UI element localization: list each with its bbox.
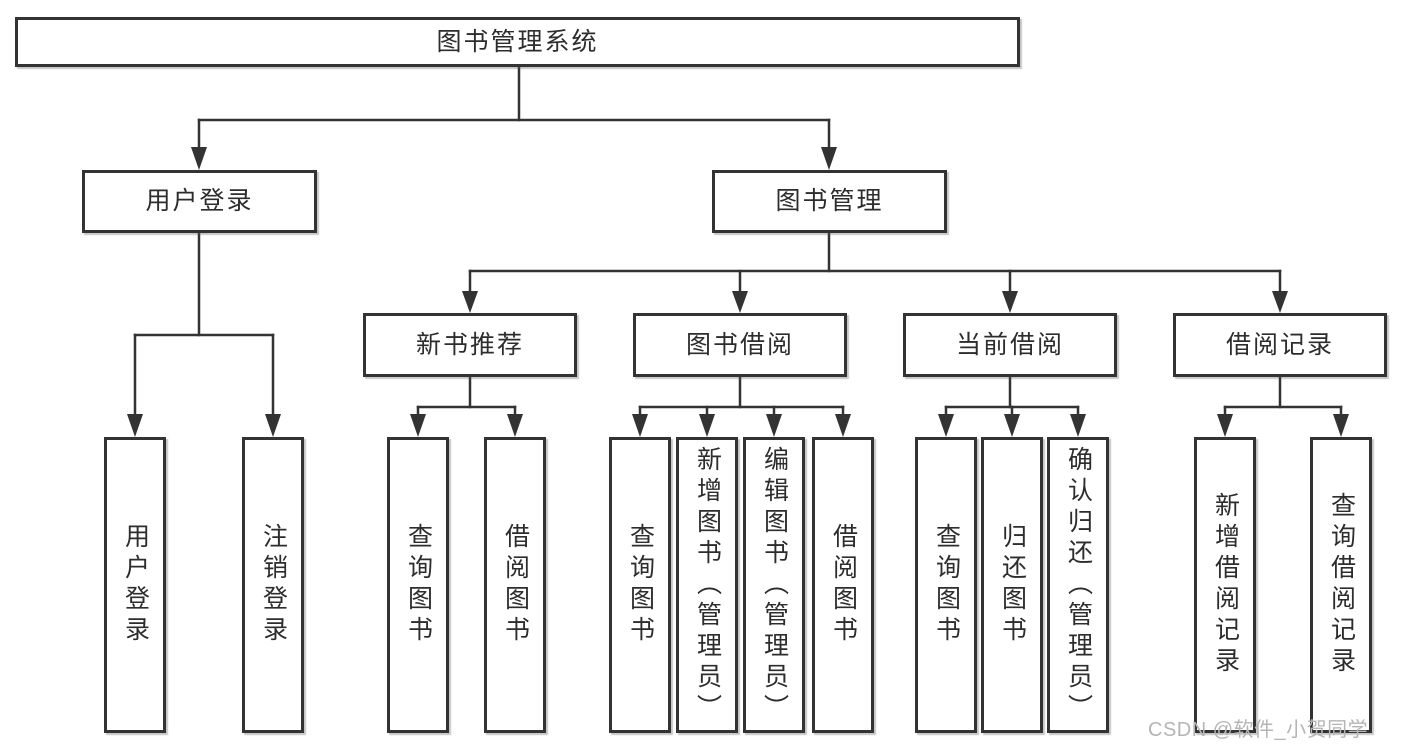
- node-new-book-recommendation: 新书推荐: [363, 313, 577, 377]
- node-book-management-label: 图书管理: [775, 187, 884, 215]
- leaf-query-books-recommend: 查询图书: [387, 437, 449, 733]
- leaf-query-borrow-record: 查询借阅记录: [1310, 437, 1372, 733]
- node-current-borrowing-label: 当前借阅: [955, 330, 1064, 359]
- node-book-borrowing: 图书借阅: [633, 313, 847, 377]
- leaf-add-books-admin-label: 新增图书（管理员）: [693, 445, 722, 725]
- node-user-login-label: 用户登录: [145, 187, 254, 215]
- leaf-borrow-books-borrow-label: 借阅图书: [829, 523, 858, 647]
- leaf-edit-books-admin-label: 编辑图书（管理员）: [760, 445, 789, 725]
- leaf-return-books-label: 归还图书: [998, 523, 1027, 647]
- leaf-confirm-return-admin-label: 确认归还（管理员）: [1064, 445, 1093, 725]
- leaf-logout-login: 注销登录: [242, 437, 304, 733]
- leaf-user-login: 用户登录: [104, 437, 166, 733]
- leaf-add-books-admin: 新增图书（管理员）: [676, 437, 738, 733]
- node-user-login: 用户登录: [82, 170, 317, 233]
- leaf-borrow-books-recommend: 借阅图书: [484, 437, 546, 733]
- leaf-add-borrow-record-label: 新增借阅记录: [1211, 492, 1240, 678]
- leaf-query-books-current-label: 查询图书: [932, 523, 961, 647]
- watermark-csdn: CSDN @软件_小贺同学: [1148, 719, 1369, 741]
- node-root: 图书管理系统: [15, 17, 1020, 67]
- node-book-management: 图书管理: [712, 170, 947, 233]
- leaf-user-login-label: 用户登录: [121, 523, 150, 647]
- node-current-borrowing: 当前借阅: [903, 313, 1117, 377]
- leaf-query-borrow-record-label: 查询借阅记录: [1327, 492, 1356, 678]
- node-new-book-recommendation-label: 新书推荐: [415, 330, 524, 359]
- leaf-query-books-current: 查询图书: [915, 437, 977, 733]
- node-root-label: 图书管理系统: [436, 27, 599, 56]
- leaf-logout-login-label: 注销登录: [259, 523, 288, 647]
- leaf-add-borrow-record: 新增借阅记录: [1194, 437, 1256, 733]
- leaf-confirm-return-admin: 确认归还（管理员）: [1047, 437, 1109, 733]
- node-borrowing-records-label: 借阅记录: [1225, 330, 1334, 359]
- leaf-return-books: 归还图书: [981, 437, 1043, 733]
- leaf-borrow-books-recommend-label: 借阅图书: [501, 523, 530, 647]
- leaf-query-books-borrow: 查询图书: [609, 437, 671, 733]
- leaf-query-books-borrow-label: 查询图书: [626, 523, 655, 647]
- leaf-edit-books-admin: 编辑图书（管理员）: [743, 437, 805, 733]
- node-book-borrowing-label: 图书借阅: [685, 330, 794, 359]
- leaf-query-books-recommend-label: 查询图书: [404, 523, 433, 647]
- leaf-borrow-books-borrow: 借阅图书: [812, 437, 874, 733]
- node-borrowing-records: 借阅记录: [1173, 313, 1387, 377]
